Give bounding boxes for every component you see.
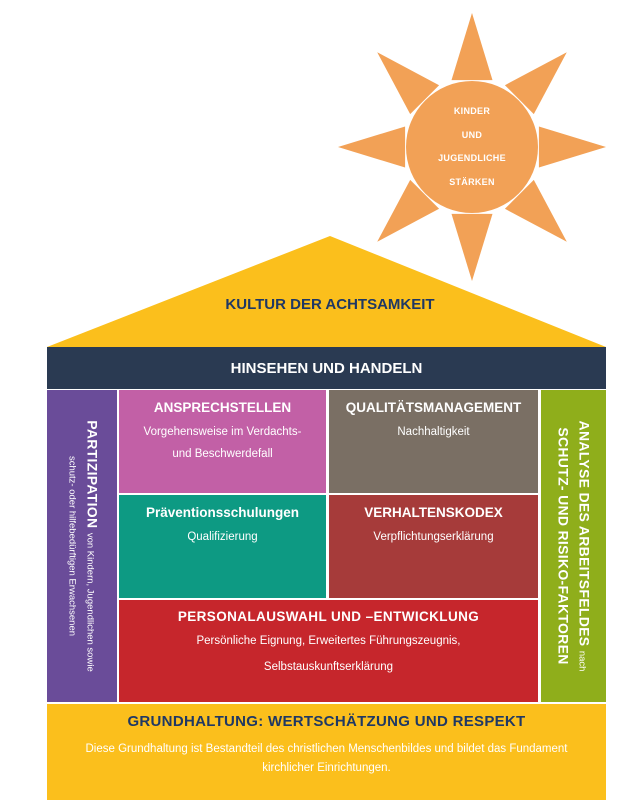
box-qualitaetsmanagement: QUALITÄTSMANAGEMENT Nachhaltigkeit [329, 390, 538, 493]
sun-ray [504, 52, 567, 115]
sun-ray [451, 13, 493, 81]
praeventionsschulungen-title: Präventionsschulungen [145, 505, 300, 520]
partizipation-text-1: von Kindern, Jugendlichen sowie [84, 532, 96, 672]
sun-ray [377, 179, 440, 242]
praeventionsschulungen-text: Qualifizierung [187, 531, 258, 543]
sun-line-3: JUGENDLICHE [438, 153, 506, 163]
sun-ray [338, 126, 406, 168]
sun-line-1: KINDER [453, 106, 491, 116]
personalauswahl-line-1: Persönliche Eignung, Erweitertes Führung… [196, 635, 461, 647]
pillar-partizipation: PARTIZIPATION von Kindern, Jugendlichen … [47, 390, 117, 702]
personalauswahl-title: PERSONALAUSWAHL UND –ENTWICKLUNG [177, 609, 480, 624]
verhaltenskodex-text: Verpflichtungserklärung [373, 531, 494, 543]
pillar-analyse-text: ANALYSE DES ARBEITSFELDES nach SCHUTZ- U… [554, 396, 593, 696]
sun-line-4: STÄRKEN [449, 176, 495, 187]
analyse-line-1-suffix: nach [576, 650, 587, 672]
sun-ray [377, 52, 440, 115]
sun-ray [538, 126, 606, 168]
box-praeventionsschulungen: Präventionsschulungen Qualifizierung [119, 495, 326, 598]
ansprechstellen-text: Vorgehensweise im Verdachts- und Beschwe… [119, 421, 326, 465]
analyse-line-1: ANALYSE DES ARBEITSFELDES [576, 420, 592, 647]
sun-circle [406, 81, 538, 213]
sun-ray [451, 213, 493, 281]
foundation-grundhaltung: GRUNDHALTUNG: WERTSCHÄTZUNG UND RESPEKT … [47, 704, 606, 800]
roof-triangle [47, 236, 606, 347]
ansprechstellen-line-2: und Beschwerdefall [172, 448, 273, 460]
beam-title: HINSEHEN UND HANDELN [230, 359, 423, 377]
sun-ray [504, 179, 567, 242]
analyse-line-2: SCHUTZ- UND RISIKO-FAKTOREN [555, 427, 571, 665]
beam-hinsehen-und-handeln: HINSEHEN UND HANDELN [47, 347, 606, 389]
box-ansprechstellen: ANSPRECHSTELLEN Vorgehensweise im Verdac… [119, 390, 326, 493]
foundation-title: GRUNDHALTUNG: WERTSCHÄTZUNG UND RESPEKT [127, 713, 526, 730]
sun-rays [338, 13, 606, 281]
qualitaetsmanagement-text: Nachhaltigkeit [397, 426, 470, 438]
foundation-text: Diese Grundhaltung ist Bestandteil des c… [85, 743, 568, 774]
personalauswahl-line-2: Selbstauskunftserklärung [263, 661, 394, 673]
ansprechstellen-title: ANSPRECHSTELLEN [153, 400, 292, 415]
qualitaetsmanagement-title: QUALITÄTSMANAGEMENT [345, 400, 522, 415]
box-personalauswahl: PERSONALAUSWAHL UND –ENTWICKLUNG Persönl… [119, 600, 538, 702]
pillar-analyse: ANALYSE DES ARBEITSFELDES nach SCHUTZ- U… [541, 390, 606, 702]
roof-title: KULTUR DER ACHTSAMKEIT [225, 296, 435, 313]
sun-label: KINDER UND JUGENDLICHE STÄRKEN [410, 100, 534, 194]
partizipation-title: PARTIZIPATION [84, 420, 101, 529]
pillar-partizipation-text: PARTIZIPATION von Kindern, Jugendlichen … [63, 396, 102, 696]
verhaltenskodex-title: VERHALTENSKODEX [364, 505, 503, 520]
partizipation-text-2: schutz- oder hilfebedürftigen Erwachsene… [66, 455, 78, 637]
box-verhaltenskodex: VERHALTENSKODEX Verpflichtungserklärung [329, 495, 538, 598]
personalauswahl-text: Persönliche Eignung, Erweitertes Führung… [119, 628, 538, 680]
sun-line-2: UND [461, 129, 483, 140]
ansprechstellen-line-1: Vorgehensweise im Verdachts- [143, 426, 302, 438]
